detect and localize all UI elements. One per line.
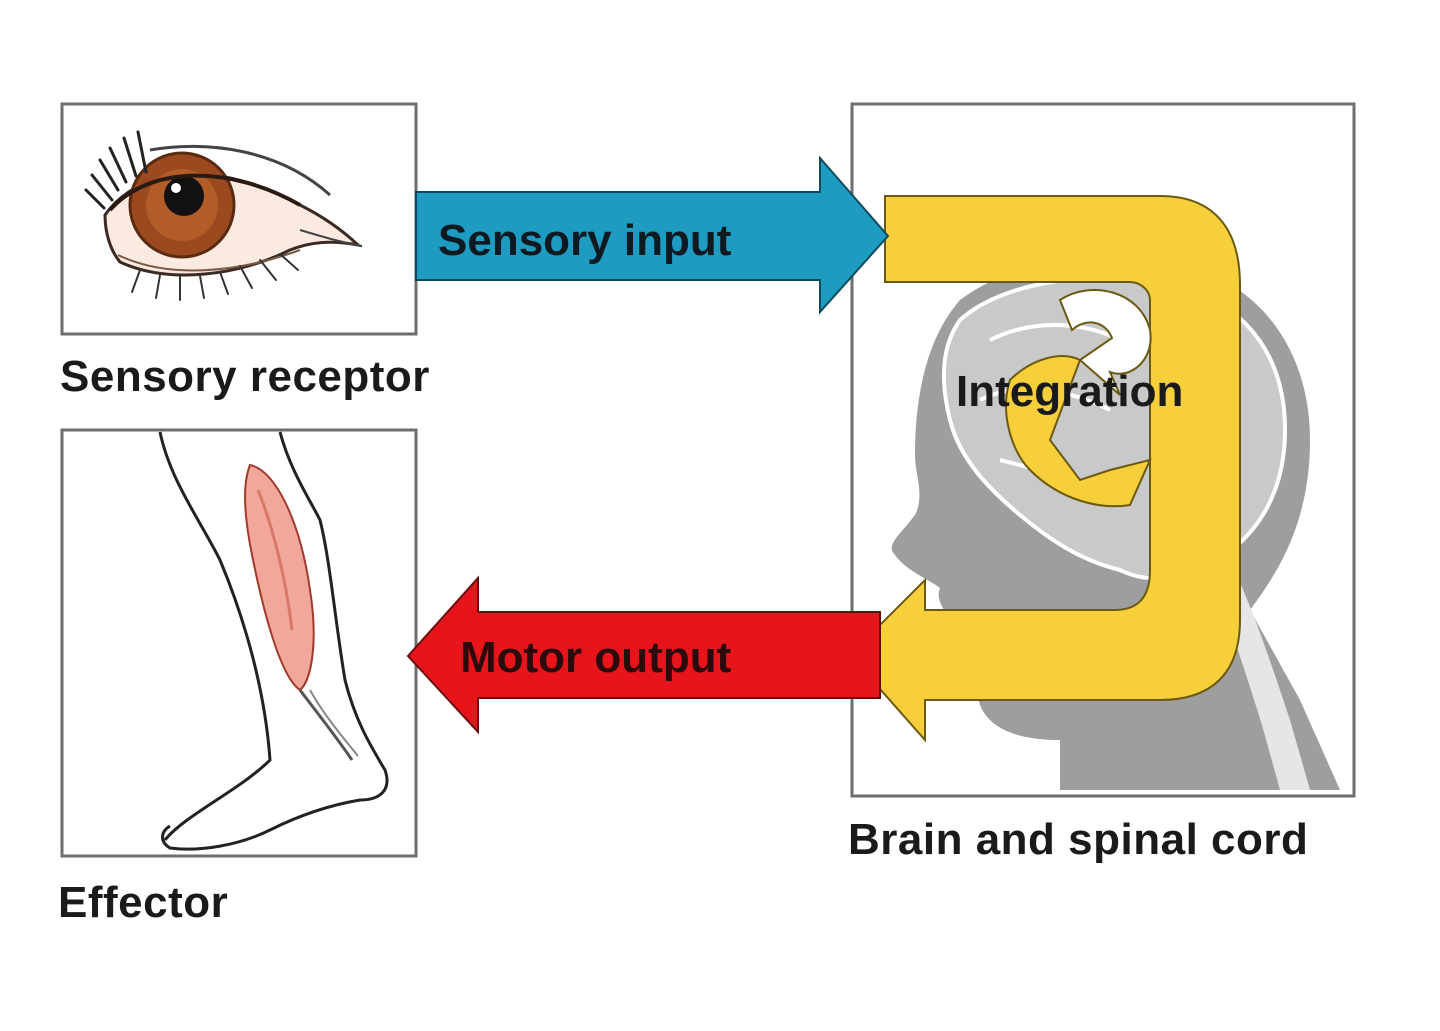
sensory-input-arrow: Sensory input — [415, 155, 890, 315]
cns-panel — [848, 102, 1356, 798]
sensory-receptor-caption: Sensory receptor — [60, 352, 430, 401]
sensory-receptor-panel — [60, 102, 418, 336]
sensory-input-label: Sensory input — [438, 216, 732, 265]
motor-output-arrow: Motor output — [406, 575, 881, 735]
effector-caption: Effector — [58, 878, 229, 927]
brain-spinal-cord-caption: Brain and spinal cord — [848, 815, 1309, 864]
leg-muscle-icon — [158, 431, 389, 851]
motor-output-label: Motor output — [460, 633, 732, 682]
integration-loop-arrow — [848, 195, 1241, 743]
effector-panel — [60, 428, 418, 858]
effector-frame — [60, 428, 418, 858]
eye-icon — [84, 130, 363, 301]
integration-label: Integration — [956, 367, 1183, 416]
